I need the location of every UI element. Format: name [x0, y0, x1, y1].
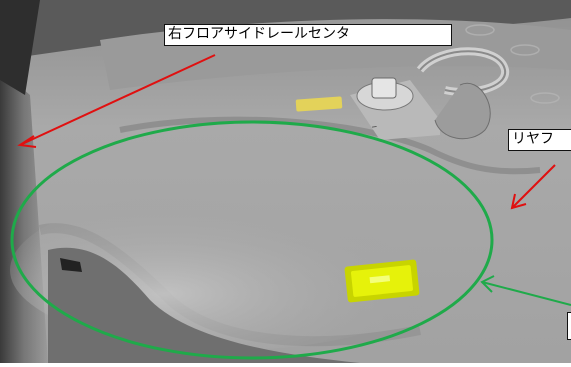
- label-rear-floor: リヤフ: [508, 129, 571, 151]
- annotation-arrow-green: [480, 275, 571, 306]
- floor-ridge: [119, 116, 541, 175]
- left-dark-corner: [0, 0, 40, 95]
- tie-down-hook: −: [350, 47, 510, 140]
- annotation-ellipse: [10, 120, 494, 360]
- lower-floor-section: [48, 247, 360, 363]
- annotation-arrow-right: [510, 164, 556, 210]
- floor-round-marks: [465, 24, 560, 104]
- annotation-arrow-top: [17, 54, 216, 148]
- label-right-floor-side-rail-center: 右フロアサイドレールセンタ: [164, 24, 452, 46]
- svg-text:−: −: [371, 122, 378, 133]
- floor-slot: [60, 258, 82, 272]
- yellow-sticker: [295, 96, 343, 112]
- yellow-tag: [344, 259, 420, 303]
- label-bottom-right: [567, 312, 571, 340]
